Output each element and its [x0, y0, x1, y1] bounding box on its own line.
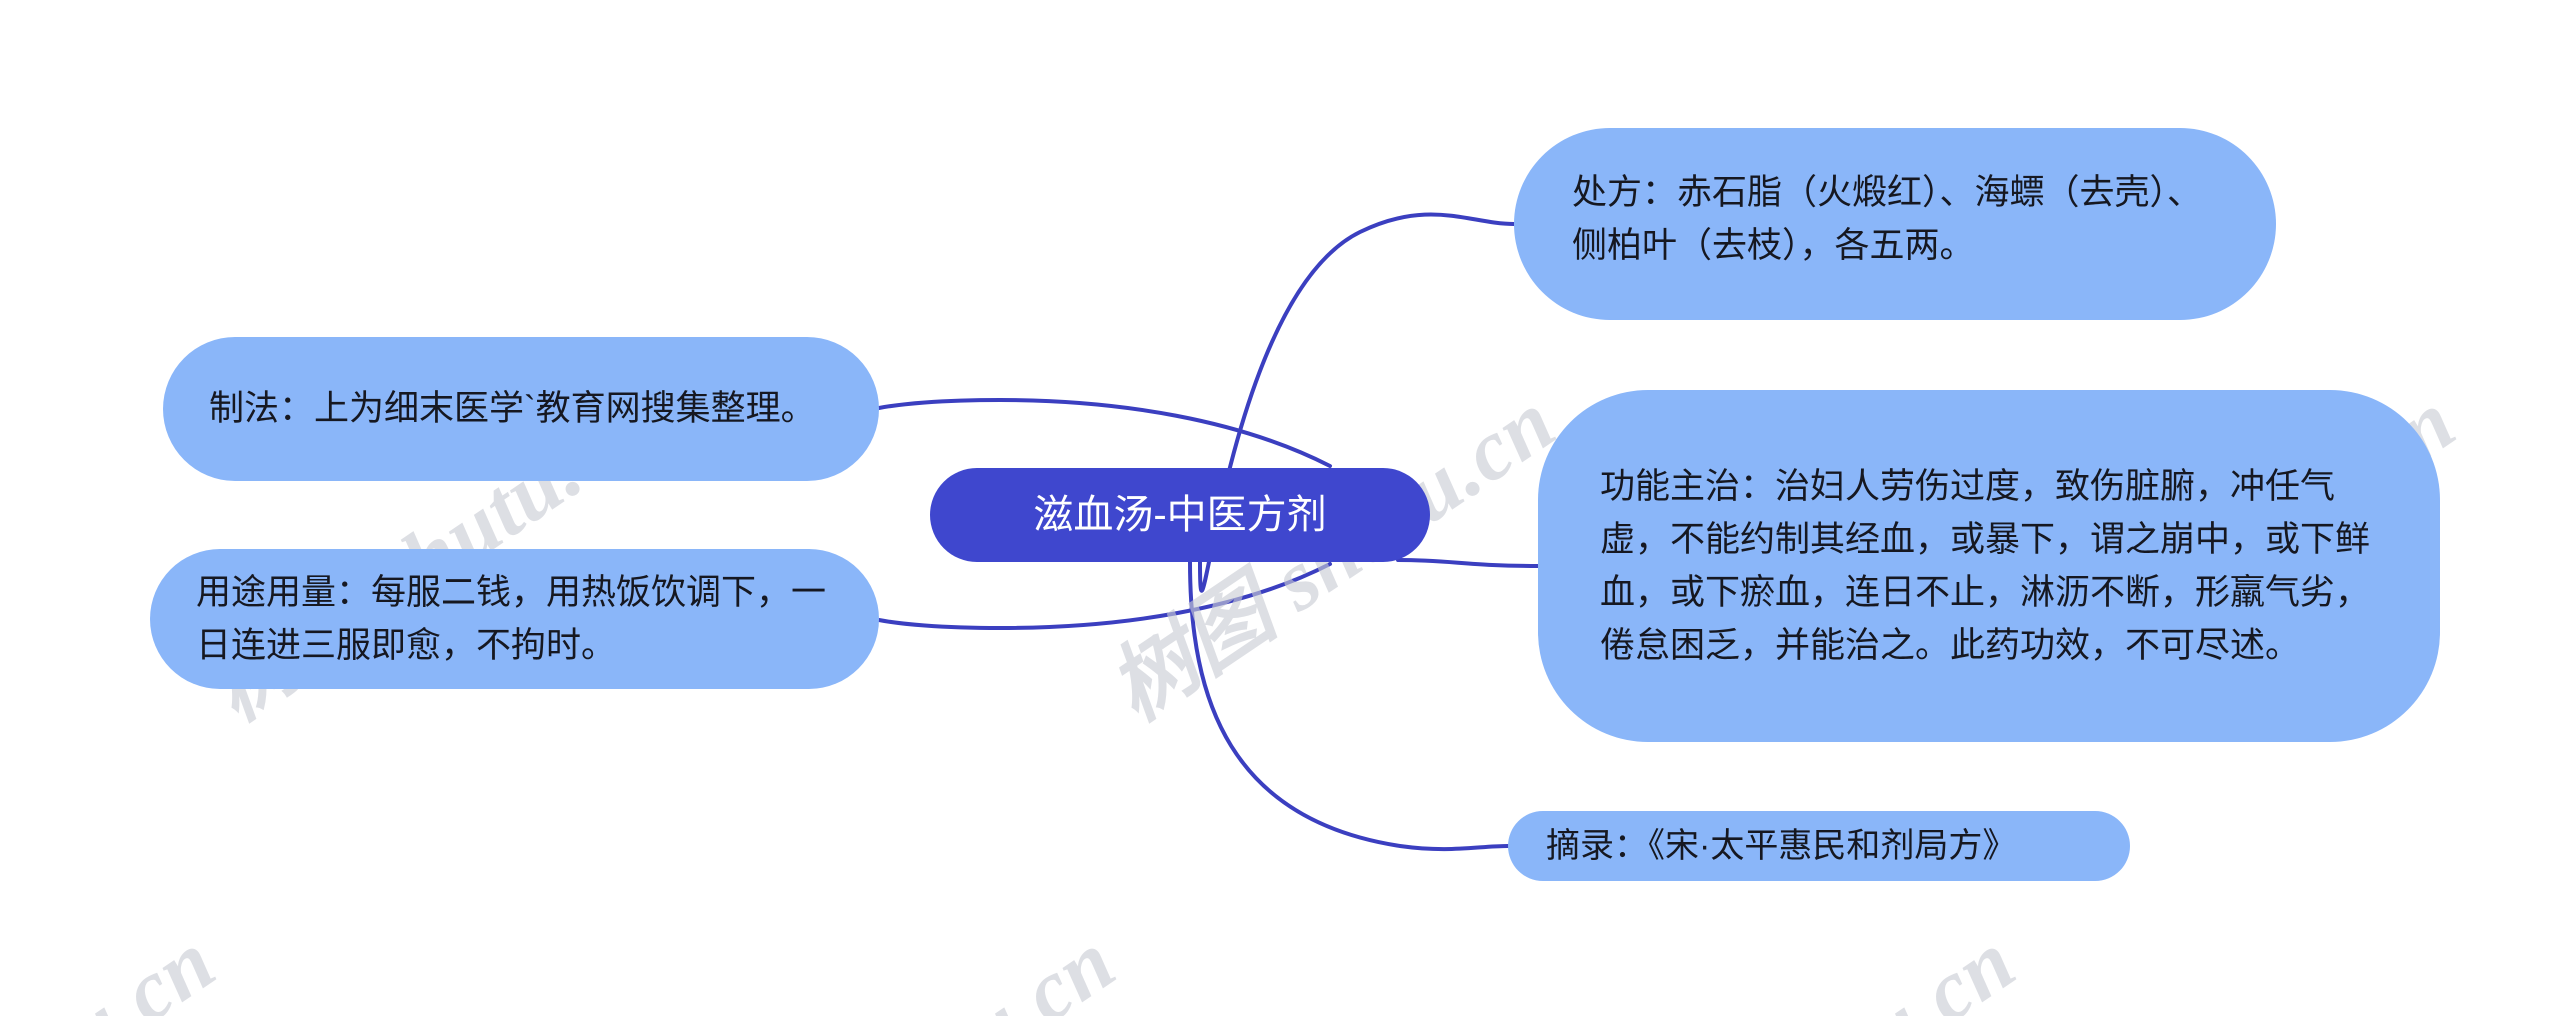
connector-root-to-dosage	[877, 562, 1332, 631]
watermark-text: 树图 shutu.cn	[640, 893, 1135, 1016]
mindmap-root-node[interactable]: 滋血汤-中医方剂	[930, 468, 1430, 562]
mindmap-node-preparation-label: 制法：上为细末医学`教育网搜集整理。	[209, 389, 816, 429]
mindmap-node-source[interactable]: 摘录：《宋·太平惠民和剂局方》	[1508, 811, 2130, 881]
connector-root-to-preparation	[877, 397, 1332, 468]
mindmap-node-dosage-label: 用途用量：每服二钱，用热饭饮调下，一日连进三服即愈，不拘时。	[196, 572, 827, 665]
connector-root-to-indications	[1396, 558, 1540, 568]
watermark-text: 树图 shutu.cn	[1540, 893, 2035, 1016]
mindmap-root-label: 滋血汤-中医方剂	[1033, 493, 1327, 537]
mindmap-node-indications-label: 功能主治：治妇人劳伤过度，致伤脏腑，冲任气虚，不能约制其经血，或暴下，谓之崩中，…	[1600, 466, 2371, 666]
connector-root-to-source	[1188, 560, 1510, 852]
mindmap-node-dosage[interactable]: 用途用量：每服二钱，用热饭饮调下，一日连进三服即愈，不拘时。	[150, 549, 879, 689]
mindmap-node-preparation[interactable]: 制法：上为细末医学`教育网搜集整理。	[163, 337, 879, 481]
mindmap-node-prescription[interactable]: 处方：赤石脂（火煅红）、海螵（去壳）、侧柏叶（去枝），各五两。	[1514, 128, 2276, 320]
mindmap-node-indications[interactable]: 功能主治：治妇人劳伤过度，致伤脏腑，冲任气虚，不能约制其经血，或暴下，谓之崩中，…	[1538, 390, 2440, 742]
watermark-text: 树图 shutu.cn	[0, 893, 235, 1016]
mindmap-node-prescription-label: 处方：赤石脂（火煅红）、海螵（去壳）、侧柏叶（去枝），各五两。	[1572, 173, 2203, 266]
mindmap-node-source-label: 摘录：《宋·太平惠民和剂局方》	[1546, 826, 2017, 865]
watermark-text: 树图 shutu.cn	[2440, 893, 2560, 1016]
